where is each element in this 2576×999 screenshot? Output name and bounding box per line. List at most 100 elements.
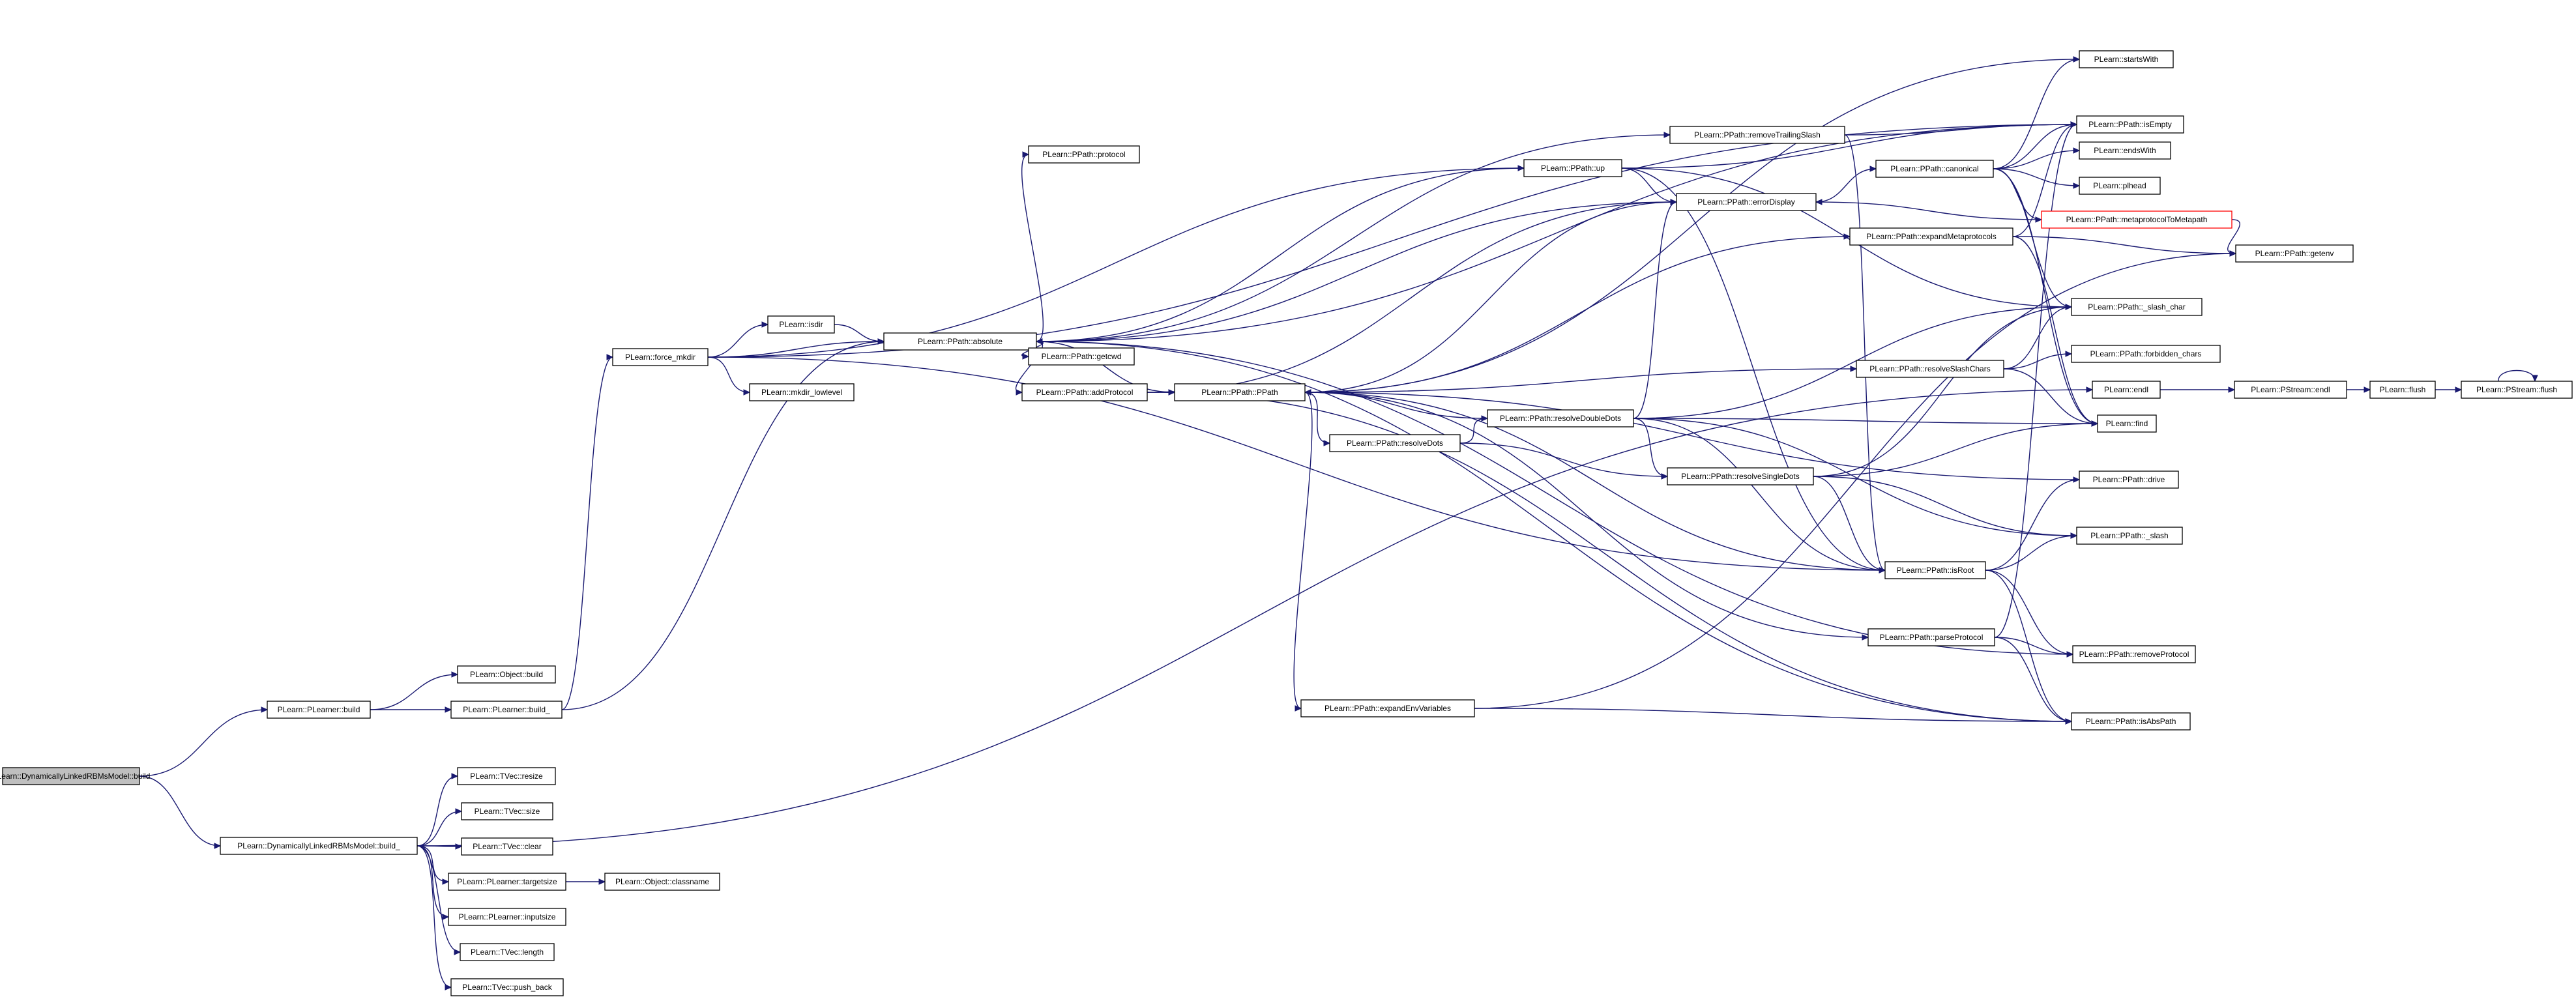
node-endsWith[interactable]: PLearn::endsWith [2079, 141, 2171, 160]
edge-resolveSlashChars-to-find-arrowhead [2091, 420, 2099, 427]
edge-resolveDoubleDots-to-resolveSingleDots [1633, 418, 1668, 477]
node-expandMetaprotocols[interactable]: PLearn::PPath::expandMetaprotocols [1849, 227, 2013, 246]
node-label: PLearn::PStream::flush [2476, 385, 2557, 394]
node-resolveSlashChars[interactable]: PLearn::PPath::resolveSlashChars [1856, 360, 2004, 378]
edge-errorDisplay-to-absolute-arrowhead [1035, 338, 1043, 345]
edge-dlrbm_build_-to-resize-arrowhead [451, 773, 459, 779]
node-targetsize[interactable]: PLearn::PLearner::targetsize [448, 873, 566, 891]
node-expandEnvVariables[interactable]: PLearn::PPath::expandEnvVariables [1300, 699, 1475, 717]
node-forbidden_chars[interactable]: PLearn::PPath::forbidden_chars [2071, 345, 2221, 363]
edge-isRoot-to-removeProtocol [1985, 570, 2073, 655]
node-ppath[interactable]: PLearn::PPath::PPath [1174, 383, 1306, 401]
node-plearner_build[interactable]: PLearn::PLearner::build [267, 701, 371, 719]
node-getcwd[interactable]: PLearn::PPath::getcwd [1028, 347, 1135, 366]
node-getenv[interactable]: PLearn::PPath::getenv [2235, 244, 2354, 263]
node-label: PLearn::DynamicallyLinkedRBMsModel::buil… [0, 772, 150, 781]
node-label: PLearn::TVec::length [471, 948, 544, 957]
edge-expandEnvVariables-to-getenv-arrowhead [2229, 250, 2237, 257]
node-label: PLearn::force_mkdir [625, 353, 695, 362]
edge-up-to-errorDisplay [1621, 167, 1677, 203]
node-canonical[interactable]: PLearn::PPath::canonical [1875, 160, 1994, 178]
edge-isRoot-to-drive [1985, 479, 2080, 571]
node-removeProtocol[interactable]: PLearn::PPath::removeProtocol [2072, 645, 2196, 663]
node-inputsize[interactable]: PLearn::PLearner::inputsize [448, 908, 566, 926]
node-label: PLearn::PLearner::build [278, 705, 360, 714]
node-plearner_build_[interactable]: PLearn::PLearner::build_ [450, 701, 563, 719]
edge-metaprotocolToMetapath-to-getenv [2227, 219, 2240, 254]
node-box [267, 701, 371, 719]
edge-errorDisplay-to-absolute [1036, 201, 1677, 342]
edge-isRoot-to-slash [1985, 535, 2077, 571]
node-clear[interactable]: PLearn::TVec::clear [461, 837, 553, 856]
node-resize[interactable]: PLearn::TVec::resize [457, 767, 556, 785]
edge-expandEnvVariables-to-isAbsPath-arrowhead [2065, 718, 2073, 725]
node-slash_char[interactable]: PLearn::PPath::_slash_char [2071, 298, 2203, 316]
node-protocol[interactable]: PLearn::PPath::protocol [1028, 145, 1140, 164]
node-isEmpty[interactable]: PLearn::PPath::isEmpty [2076, 115, 2184, 134]
node-classname[interactable]: PLearn::Object::classname [604, 873, 720, 891]
node-length[interactable]: PLearn::TVec::length [460, 943, 555, 961]
node-box [1523, 159, 1622, 177]
node-object_build[interactable]: PLearn::Object::build [457, 665, 556, 684]
node-box [1676, 193, 1817, 211]
node-errorDisplay[interactable]: PLearn::PPath::errorDisplay [1676, 193, 1817, 211]
node-box [749, 383, 855, 401]
edge-plearner_build-to-object_build-arrowhead [451, 671, 459, 678]
edge-dlrbm_build-to-plearner_build-arrowhead [261, 706, 269, 713]
node-label: PLearn::startsWith [2094, 55, 2159, 64]
node-isRoot[interactable]: PLearn::PPath::isRoot [1884, 561, 1986, 579]
node-resolveSingleDots[interactable]: PLearn::PPath::resolveSingleDots [1667, 467, 1814, 485]
node-box [448, 873, 566, 891]
node-parseProtocol[interactable]: PLearn::PPath::parseProtocol [1867, 628, 1995, 646]
node-plhead[interactable]: PLearn::plhead [2079, 177, 2161, 195]
edge-dlrbm_build_-to-targetsize-arrowhead [442, 878, 450, 885]
node-dlrbm_build_[interactable]: PLearn::DynamicallyLinkedRBMsModel::buil… [220, 837, 418, 855]
node-startsWith[interactable]: PLearn::startsWith [2079, 50, 2174, 68]
node-find[interactable]: PLearn::find [2097, 414, 2157, 433]
node-box [612, 348, 709, 366]
node-addProtocol[interactable]: PLearn::PPath::addProtocol [1021, 383, 1148, 401]
node-dlrbm_build[interactable]: PLearn::DynamicallyLinkedRBMsModel::buil… [0, 767, 150, 785]
node-label: PLearn::endl [2104, 385, 2148, 394]
edge-expandEnvVariables-to-getenv [1474, 253, 2236, 709]
node-removeTrailingSlash[interactable]: PLearn::PPath::removeTrailingSlash [1669, 126, 1845, 144]
node-metaprotocolToMetapath[interactable]: PLearn::PPath::metaprotocolToMetapath [2041, 210, 2232, 229]
node-up[interactable]: PLearn::PPath::up [1523, 159, 1622, 177]
edge-expandMetaprotocols-to-getenv [2012, 236, 2236, 254]
node-box [2041, 210, 2232, 229]
edge-expandEnvVariables-to-isAbsPath [1474, 708, 2072, 722]
node-force_mkdir[interactable]: PLearn::force_mkdir [612, 348, 709, 366]
node-slash[interactable]: PLearn::PPath::_slash [2076, 527, 2183, 545]
node-label: PLearn::PPath::isAbsPath [2086, 717, 2176, 726]
node-isAbsPath[interactable]: PLearn::PPath::isAbsPath [2071, 712, 2191, 731]
edge-removeTrailingSlash-to-isEmpty [1844, 124, 2077, 136]
node-label: PLearn::Object::build [470, 670, 543, 679]
edge-targetsize-to-classname-arrowhead [598, 878, 606, 885]
node-box [1028, 145, 1140, 164]
node-pstream_flush[interactable]: PLearn::PStream::flush [2461, 381, 2573, 399]
edge-ppath-to-errorDisplay [1304, 201, 1677, 393]
node-box [1856, 360, 2004, 378]
node-absolute[interactable]: PLearn::PPath::absolute [883, 332, 1037, 351]
node-flush[interactable]: PLearn::flush [2369, 381, 2436, 399]
edge-resolveSlashChars-to-slash_char [2003, 306, 2072, 369]
edge-absolute-to-isAbsPath [1036, 341, 2072, 722]
node-resolveDoubleDots[interactable]: PLearn::PPath::resolveDoubleDots [1487, 409, 1634, 427]
node-size[interactable]: PLearn::TVec::size [461, 802, 553, 820]
node-resolveDots[interactable]: PLearn::PPath::resolveDots [1329, 434, 1461, 452]
edge-parseProtocol-to-isAbsPath [1994, 637, 2072, 722]
node-endl[interactable]: PLearn::endl [2092, 381, 2161, 399]
node-box [2, 767, 140, 785]
node-isdir[interactable]: PLearn::isdir [767, 315, 835, 334]
node-label: PLearn::PPath::canonical [1890, 164, 1978, 173]
edge-addProtocol-to-errorDisplay [1147, 201, 1677, 393]
node-pstream_endl[interactable]: PLearn::PStream::endl [2234, 381, 2347, 399]
node-drive[interactable]: PLearn::PPath::drive [2079, 471, 2179, 489]
node-push_back[interactable]: PLearn::TVec::push_back [450, 978, 564, 996]
edge-isRoot-to-slash-arrowhead [2070, 532, 2078, 539]
edge-dlrbm_build_-to-push_back-arrowhead [445, 984, 452, 991]
edge-ppath-to-parseProtocol [1304, 392, 1869, 638]
node-mkdir_lowlevel[interactable]: PLearn::mkdir_lowlevel [749, 383, 855, 401]
edge-up-to-absolute [1036, 167, 1525, 342]
call-edges [139, 56, 2538, 991]
